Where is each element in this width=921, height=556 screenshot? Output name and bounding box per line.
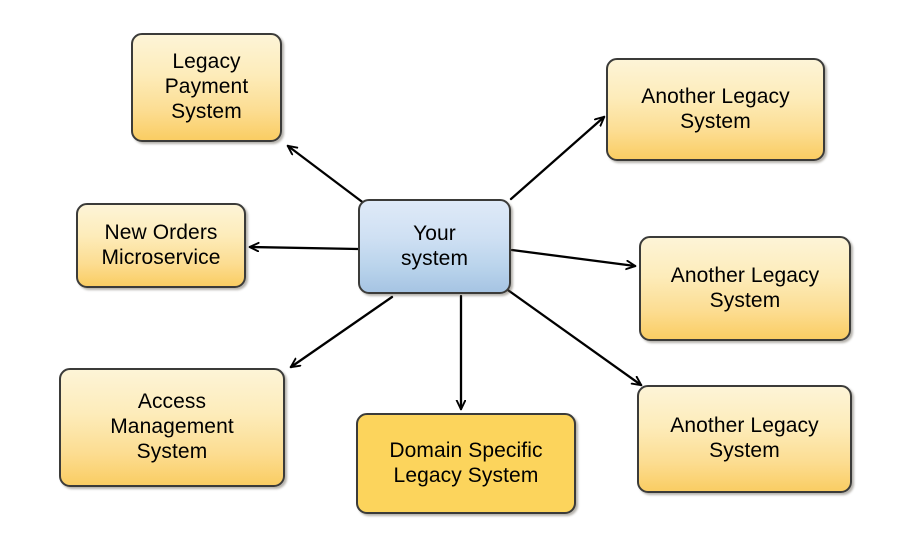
node-another-legacy-system-bottom-right[interactable]: Another Legacy System [637, 385, 852, 493]
node-new-orders-microservice[interactable]: New Orders Microservice [76, 203, 246, 288]
connector-to-access-management [291, 295, 394, 367]
node-label: Another Legacy System [670, 263, 820, 312]
connector-to-legacy-payment [288, 146, 367, 206]
node-access-management-system[interactable]: Access Management System [59, 368, 285, 487]
node-label: Another Legacy System [641, 84, 790, 133]
node-label: Another Legacy System [670, 414, 819, 462]
node-your-system[interactable]: Your system [358, 199, 511, 294]
connector-to-another-legacy-middle-right [510, 248, 635, 266]
node-another-legacy-system-middle-right[interactable]: Another Legacy System [639, 236, 851, 341]
node-label: Access Management System [110, 390, 234, 463]
node-legacy-payment-system[interactable]: Legacy Payment System [131, 33, 282, 142]
node-label: New Orders Microservice [101, 220, 221, 269]
connector-to-another-legacy-top-right [509, 117, 604, 201]
connector-to-another-legacy-bottom-right [503, 286, 641, 385]
node-label: Your system [400, 221, 469, 270]
node-label: Legacy Payment System [164, 50, 249, 123]
node-label: Domain Specific Legacy System [389, 438, 543, 487]
node-another-legacy-system-top-right[interactable]: Another Legacy System [606, 58, 825, 161]
connector-to-new-orders [250, 247, 360, 249]
node-domain-specific-legacy-system[interactable]: Domain Specific Legacy System [356, 413, 576, 514]
